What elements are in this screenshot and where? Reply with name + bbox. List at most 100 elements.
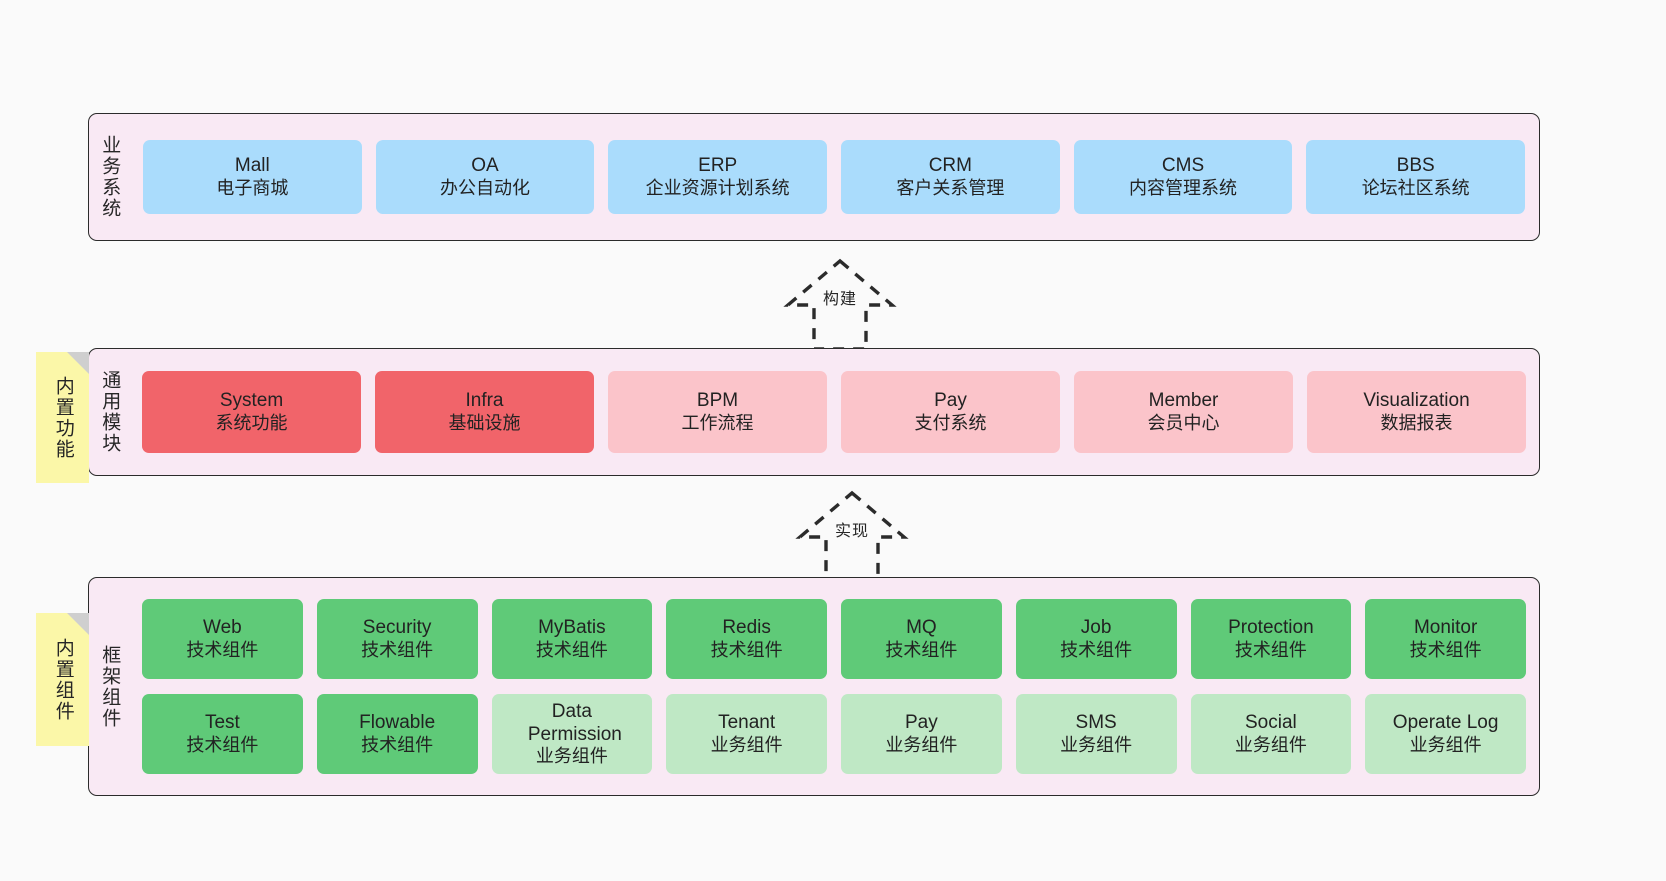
card-title: Protection [1228,617,1314,639]
card-row: Mall 电子商城 OA 办公自动化 ERP 企业资源计划系统 CRM 客户关系… [143,140,1526,214]
card-subtitle: 基础设施 [448,412,521,433]
card-erp[interactable]: ERP 企业资源计划系统 [608,140,828,214]
card-subtitle: 业务组件 [535,746,608,767]
card-subtitle: 技术组件 [186,639,259,660]
card-oa[interactable]: OA 办公自动化 [375,140,595,214]
card-subtitle: 工作流程 [681,412,754,433]
card-subtitle: 技术组件 [186,734,259,755]
card-title: Operate Log [1392,712,1499,734]
card-subtitle: 系统功能 [215,412,288,433]
card-title: CMS [1161,155,1205,177]
card-subtitle: 会员中心 [1147,412,1220,433]
card-title: SMS [1075,712,1117,734]
card-web[interactable]: Web 技术组件 [142,599,303,679]
card-subtitle: 支付系统 [914,412,987,433]
card-subtitle: 技术组件 [361,639,434,660]
card-subtitle: 内容管理系统 [1129,177,1238,198]
card-monitor[interactable]: Monitor 技术组件 [1365,599,1526,679]
card-data-permission[interactable]: Data Permission 业务组件 [491,694,653,774]
card-row: System 系统功能 Infra 基础设施 BPM 工作流程 Pay 支付系统… [142,371,1526,453]
card-bbs[interactable]: BBS 论坛社区系统 [1306,140,1526,214]
card-title: Job [1080,617,1112,639]
card-sms[interactable]: SMS 业务组件 [1015,694,1177,774]
card-title: BPM [696,390,739,412]
card-title: ERP [698,155,738,177]
card-title: Security [362,617,432,639]
card-title: Visualization [1363,390,1470,412]
card-flowable[interactable]: Flowable 技术组件 [316,694,478,774]
card-title: Web [203,617,242,639]
card-pay[interactable]: Pay 支付系统 [841,371,1060,453]
card-cms[interactable]: CMS 内容管理系统 [1073,140,1293,214]
card-title: Tenant [718,712,776,734]
card-title: Mall [234,155,270,177]
layer-title-framework: 框架组件 [99,644,121,729]
card-subtitle: 技术组件 [1060,639,1133,660]
card-title: Redis [722,617,771,639]
arrow-build: 构建 [760,255,920,355]
card-title: Pay [934,390,967,412]
card-operate-log[interactable]: Operate Log 业务组件 [1365,694,1526,774]
card-title: Data Permission [527,700,622,746]
card-title: Social [1245,712,1297,734]
card-title: Pay [905,712,938,734]
layer-body-business: Mall 电子商城 OA 办公自动化 ERP 企业资源计划系统 CRM 客户关系… [129,114,1539,240]
arrow-label: 构建 [822,291,858,308]
card-title: Member [1148,390,1219,412]
card-subtitle: 数据报表 [1380,412,1453,433]
card-bpm[interactable]: BPM 工作流程 [608,371,827,453]
card-subtitle: 业务组件 [1234,734,1307,755]
card-subtitle: 论坛社区系统 [1361,177,1470,198]
card-title: Infra [465,390,504,412]
card-infra[interactable]: Infra 基础设施 [375,371,594,453]
layer-body-framework: Web 技术组件 Security 技术组件 MyBatis 技术组件 Redi… [129,578,1539,795]
card-mq[interactable]: MQ 技术组件 [841,599,1002,679]
note-fold-corner-icon [67,613,89,635]
card-mall[interactable]: Mall 电子商城 [143,140,362,214]
card-test[interactable]: Test 技术组件 [142,694,303,774]
card-title: MyBatis [538,617,606,639]
card-member[interactable]: Member 会员中心 [1074,371,1293,453]
layer-common-module: 通用模块 System 系统功能 Infra 基础设施 BPM 工作流程 Pay… [88,348,1540,476]
card-system[interactable]: System 系统功能 [142,371,361,453]
card-visualization[interactable]: Visualization 数据报表 [1307,371,1526,453]
card-subtitle: 电子商城 [216,177,289,198]
card-job[interactable]: Job 技术组件 [1015,599,1177,679]
card-social[interactable]: Social 业务组件 [1190,694,1352,774]
note-label: 内置功能 [52,375,74,460]
layer-framework-component: 框架组件 Web 技术组件 Security 技术组件 MyBatis 技术组件… [88,577,1540,796]
layer-title-common: 通用模块 [99,370,121,454]
card-subtitle: 业务组件 [710,734,783,755]
note-builtin-function: 内置功能 [36,352,89,483]
card-subtitle: 业务组件 [1409,734,1482,755]
card-subtitle: 技术组件 [361,734,434,755]
layer-business-system: 业务系统 Mall 电子商城 OA 办公自动化 ERP 企业资源计划系统 CRM… [88,113,1540,241]
card-tenant[interactable]: Tenant 业务组件 [666,694,827,774]
card-mybatis[interactable]: MyBatis 技术组件 [491,599,653,679]
card-subtitle: 业务组件 [1060,734,1133,755]
card-subtitle: 技术组件 [535,639,608,660]
note-builtin-component: 内置组件 [36,613,89,746]
card-row: Web 技术组件 Security 技术组件 MyBatis 技术组件 Redi… [142,599,1526,679]
card-subtitle: 企业资源计划系统 [645,177,790,198]
card-subtitle: 技术组件 [1234,639,1307,660]
card-subtitle: 技术组件 [1409,639,1482,660]
card-title: BBS [1396,155,1435,177]
card-title: Test [204,712,240,734]
card-security[interactable]: Security 技术组件 [316,599,478,679]
card-title: System [219,390,284,412]
card-title: OA [471,155,499,177]
card-subtitle: 技术组件 [710,639,783,660]
note-label: 内置组件 [52,637,74,722]
card-title: MQ [906,617,937,639]
card-title: Flowable [359,712,436,734]
card-redis[interactable]: Redis 技术组件 [666,599,827,679]
card-crm[interactable]: CRM 客户关系管理 [841,140,1060,214]
card-pay-component[interactable]: Pay 业务组件 [841,694,1002,774]
card-subtitle: 客户关系管理 [896,177,1005,198]
card-protection[interactable]: Protection 技术组件 [1190,599,1352,679]
note-fold-corner-icon [67,352,89,374]
card-title: CRM [928,155,972,177]
card-title: Monitor [1413,617,1478,639]
